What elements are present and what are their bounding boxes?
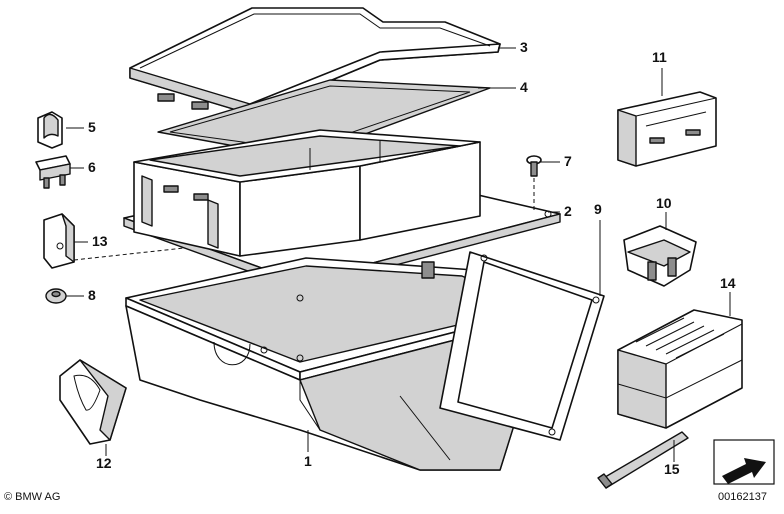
part-8-nut — [45, 288, 67, 304]
callout-14: 14 — [720, 275, 736, 291]
callout-3: 3 — [520, 39, 528, 55]
part-13-bracket — [43, 213, 185, 269]
part-7-screw — [526, 155, 542, 212]
callout-12: 12 — [96, 455, 112, 471]
diagram-number: 00162137 — [718, 491, 767, 503]
callout-11: 11 — [652, 49, 667, 65]
part-14-fuse-block — [617, 309, 743, 429]
callout-6: 6 — [88, 159, 96, 175]
cover-slot-left — [157, 93, 175, 102]
part-12-holder — [59, 359, 127, 445]
leader-lines — [66, 47, 731, 462]
part-9-frame-gasket — [439, 251, 605, 441]
housing-slot-right — [193, 193, 209, 201]
callout-13: 13 — [92, 233, 108, 249]
part-11-relay-holder — [617, 91, 717, 167]
callout-2: 2 — [564, 203, 572, 219]
cover-slot-right — [191, 101, 209, 110]
copyright-label: © BMW AG — [4, 491, 60, 503]
callout-15: 15 — [664, 461, 680, 477]
callout-1: 1 — [304, 453, 312, 469]
part-15-fuse-puller — [597, 431, 689, 489]
housing-slot-left — [163, 185, 179, 193]
part-10-relay-socket — [623, 225, 697, 287]
arrow-frame-icon — [713, 439, 775, 485]
part-6-fuse — [35, 155, 71, 189]
tray-latch — [421, 261, 435, 279]
callout-7: 7 — [564, 153, 572, 169]
callout-4: 4 — [520, 79, 528, 95]
callout-labels: 1 2 3 4 5 6 7 8 9 10 11 12 13 14 15 — [88, 39, 736, 477]
part-5-clip — [37, 111, 63, 149]
callout-10: 10 — [656, 195, 672, 211]
callout-5: 5 — [88, 119, 96, 135]
callout-9: 9 — [594, 201, 602, 217]
callout-8: 8 — [88, 287, 96, 303]
